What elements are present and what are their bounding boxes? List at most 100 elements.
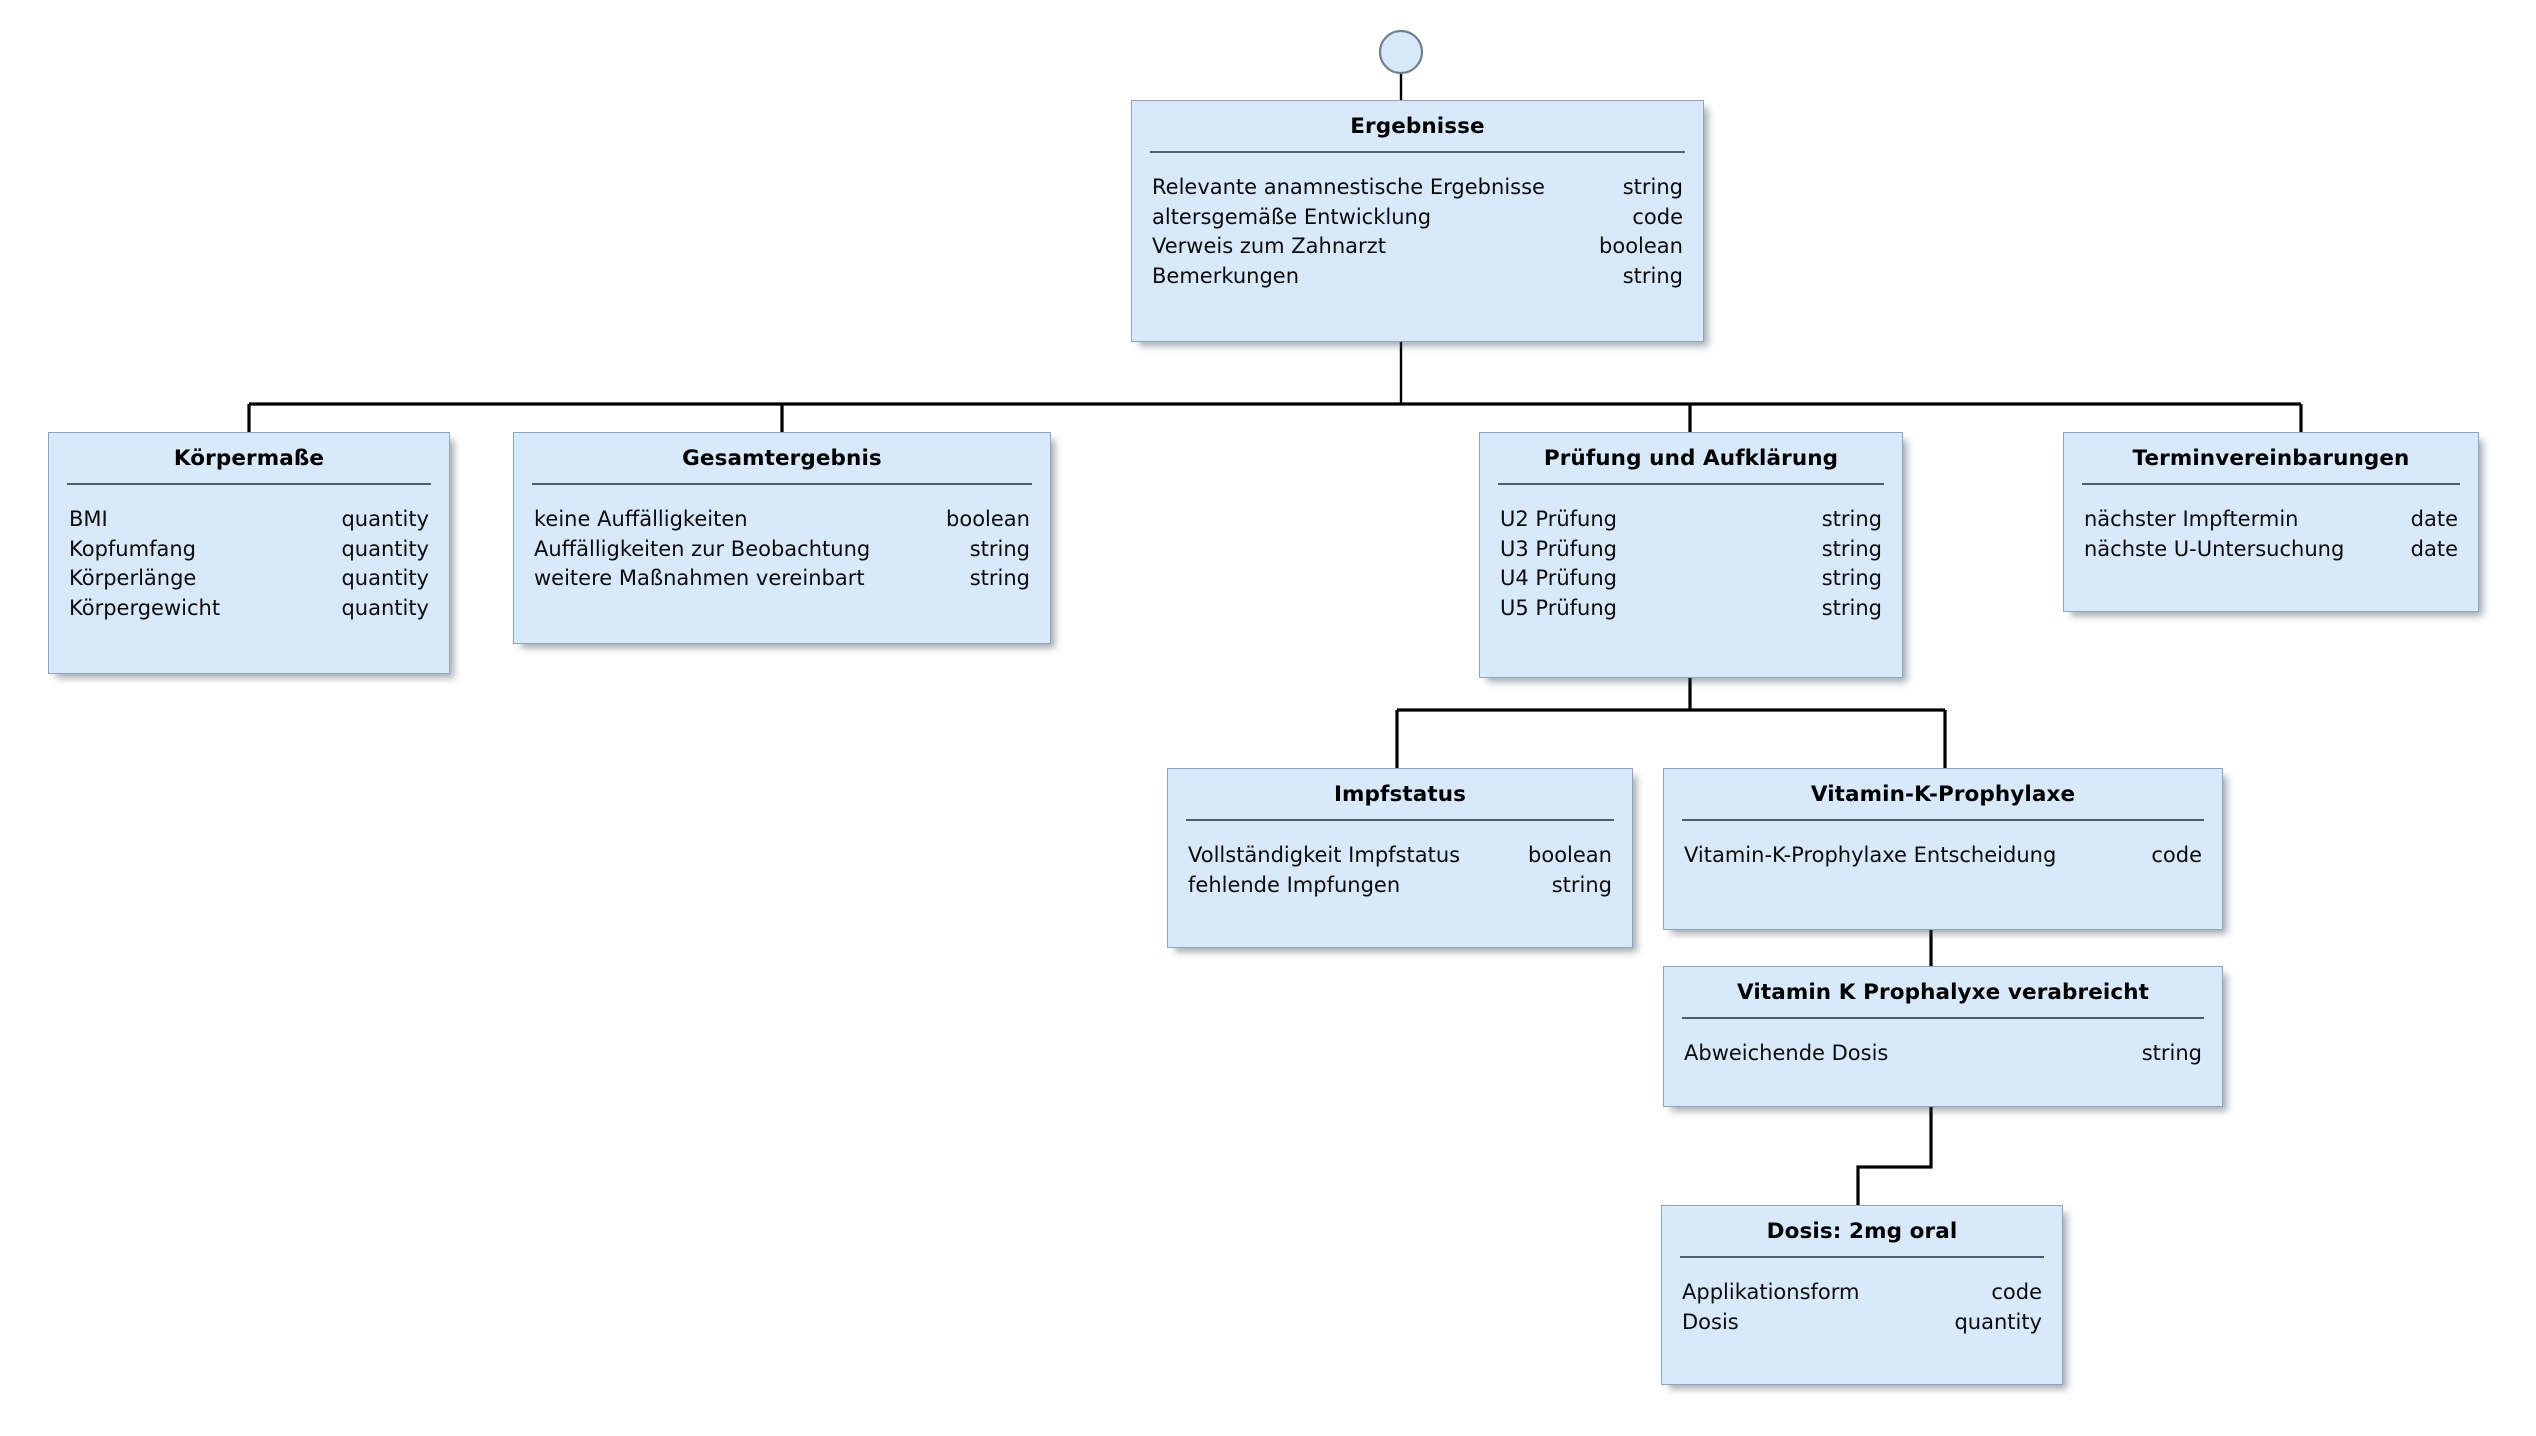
node-title: Prüfung und Aufklärung	[1543, 446, 1839, 471]
attribute-row: fehlende Impfungen string	[1188, 871, 1612, 901]
attribute-name: Körperlänge	[69, 566, 197, 591]
attribute-row: U3 Prüfung string	[1500, 535, 1882, 565]
attribute-name: U3 Prüfung	[1500, 536, 1617, 561]
attribute-type: boolean	[1528, 842, 1612, 867]
attribute-row: Körpergewicht quantity	[69, 594, 429, 624]
title-separator	[67, 482, 431, 485]
root-dot	[1378, 29, 1424, 75]
attribute-row: Vollständigkeit Impfstatus boolean	[1188, 841, 1612, 871]
attribute-type: string	[1821, 506, 1882, 531]
attribute-list: Relevante anamnestische Ergebnisse strin…	[1132, 153, 1703, 308]
node-title: Vitamin K Prophalyxe verabreicht	[1737, 980, 2149, 1005]
attribute-row: Vitamin-K-Prophylaxe Entscheidung code	[1684, 841, 2202, 871]
attribute-row: Kopfumfang quantity	[69, 535, 429, 565]
attribute-list: BMI quantity Kopfumfang quantity Körperl…	[49, 485, 449, 640]
attribute-row: U2 Prüfung string	[1500, 505, 1882, 535]
attribute-name: Abweichende Dosis	[1684, 1040, 1889, 1065]
attribute-name: Körpergewicht	[69, 596, 221, 621]
title-separator	[2082, 482, 2460, 485]
attribute-list: Vollständigkeit Impfstatus boolean fehle…	[1168, 821, 1632, 917]
attribute-type: string	[1821, 596, 1882, 621]
attribute-row: Bemerkungen string	[1152, 262, 1683, 292]
attribute-type: quantity	[341, 506, 429, 531]
node-terminvereinbarungen[interactable]: Terminvereinbarungen nächster Impftermin…	[2063, 432, 2479, 612]
node-title: Ergebnisse	[1350, 114, 1485, 139]
attribute-list: nächster Impftermin date nächste U-Unter…	[2064, 485, 2478, 581]
node-pruefung-und-aufklaerung[interactable]: Prüfung und Aufklärung U2 Prüfung string…	[1479, 432, 1903, 678]
title-separator	[1498, 482, 1884, 485]
node-title: Terminvereinbarungen	[2132, 446, 2410, 471]
attribute-type: string	[969, 536, 1030, 561]
attribute-list: Vitamin-K-Prophylaxe Entscheidung code	[1664, 821, 2222, 887]
node-title: Impfstatus	[1333, 782, 1467, 807]
attribute-row: Auffälligkeiten zur Beobachtung string	[534, 535, 1030, 565]
attribute-name: fehlende Impfungen	[1188, 872, 1401, 897]
node-title: Körpermaße	[173, 446, 325, 471]
attribute-row: altersgemäße Entwicklung code	[1152, 203, 1683, 233]
attribute-type: quantity	[1954, 1309, 2042, 1334]
attribute-name: Kopfumfang	[69, 536, 196, 561]
attribute-name: Verweis zum Zahnarzt	[1152, 234, 1386, 259]
attribute-list: Applikationsform code Dosis quantity	[1662, 1258, 2062, 1354]
attribute-name: nächste U-Untersuchung	[2084, 536, 2345, 561]
attribute-type: quantity	[341, 596, 429, 621]
attribute-name: nächster Impftermin	[2084, 506, 2299, 531]
attribute-name: Applikationsform	[1682, 1279, 1860, 1304]
attribute-type: string	[969, 566, 1030, 591]
attribute-name: BMI	[69, 506, 108, 531]
attribute-type: string	[1622, 264, 1683, 289]
attribute-name: U2 Prüfung	[1500, 506, 1617, 531]
attribute-type: boolean	[1599, 234, 1683, 259]
attribute-row: U4 Prüfung string	[1500, 564, 1882, 594]
attribute-type: date	[2410, 506, 2458, 531]
attribute-row: U5 Prüfung string	[1500, 594, 1882, 624]
title-separator	[1682, 818, 2204, 821]
node-ergebnisse[interactable]: Ergebnisse Relevante anamnestische Ergeb…	[1131, 100, 1704, 342]
attribute-row: keine Auffälligkeiten boolean	[534, 505, 1030, 535]
attribute-type: string	[1821, 536, 1882, 561]
node-vitamin-k-prophylaxe[interactable]: Vitamin-K-Prophylaxe Vitamin-K-Prophylax…	[1663, 768, 2223, 930]
attribute-type: quantity	[341, 566, 429, 591]
title-separator	[1680, 1255, 2044, 1258]
node-koerpermasse[interactable]: Körpermaße BMI quantity Kopfumfang quant…	[48, 432, 450, 674]
attribute-row: nächster Impftermin date	[2084, 505, 2458, 535]
attribute-name: Dosis	[1682, 1309, 1739, 1334]
attribute-row: nächste U-Untersuchung date	[2084, 535, 2458, 565]
attribute-row: Körperlänge quantity	[69, 564, 429, 594]
attribute-name: U4 Prüfung	[1500, 566, 1617, 591]
attribute-type: date	[2410, 536, 2458, 561]
node-gesamtergebnis[interactable]: Gesamtergebnis keine Auffälligkeiten boo…	[513, 432, 1051, 644]
attribute-row: Applikationsform code	[1682, 1278, 2042, 1308]
title-separator	[532, 482, 1032, 485]
attribute-name: keine Auffälligkeiten	[534, 506, 748, 531]
attribute-name: altersgemäße Entwicklung	[1152, 204, 1432, 229]
attribute-type: string	[1622, 174, 1683, 199]
attribute-type: string	[2141, 1040, 2202, 1065]
node-title: Vitamin-K-Prophylaxe	[1810, 782, 2076, 807]
attribute-name: Vitamin-K-Prophylaxe Entscheidung	[1684, 842, 2057, 867]
attribute-name: Relevante anamnestische Ergebnisse	[1152, 174, 1545, 199]
attribute-name: Auffälligkeiten zur Beobachtung	[534, 536, 871, 561]
node-impfstatus[interactable]: Impfstatus Vollständigkeit Impfstatus bo…	[1167, 768, 1633, 948]
attribute-row: Verweis zum Zahnarzt boolean	[1152, 232, 1683, 262]
title-separator	[1150, 150, 1685, 153]
title-separator	[1682, 1016, 2204, 1019]
node-title: Dosis: 2mg oral	[1766, 1219, 1958, 1244]
node-dosis-2mg-oral[interactable]: Dosis: 2mg oral Applikationsform code Do…	[1661, 1205, 2063, 1385]
node-vitamin-k-prophalyxe-verabreicht[interactable]: Vitamin K Prophalyxe verabreicht Abweich…	[1663, 966, 2223, 1107]
attribute-type: code	[1991, 1279, 2042, 1304]
attribute-type: string	[1551, 872, 1612, 897]
attribute-name: Vollständigkeit Impfstatus	[1188, 842, 1461, 867]
attribute-row: Dosis quantity	[1682, 1308, 2042, 1338]
attribute-row: weitere Maßnahmen vereinbart string	[534, 564, 1030, 594]
attribute-list: Abweichende Dosis string	[1664, 1019, 2222, 1085]
attribute-type: quantity	[341, 536, 429, 561]
attribute-list: U2 Prüfung string U3 Prüfung string U4 P…	[1480, 485, 1902, 640]
title-separator	[1186, 818, 1614, 821]
node-title: Gesamtergebnis	[682, 446, 882, 471]
attribute-name: U5 Prüfung	[1500, 596, 1617, 621]
attribute-row: BMI quantity	[69, 505, 429, 535]
attribute-row: Relevante anamnestische Ergebnisse strin…	[1152, 173, 1683, 203]
attribute-type: boolean	[946, 506, 1030, 531]
